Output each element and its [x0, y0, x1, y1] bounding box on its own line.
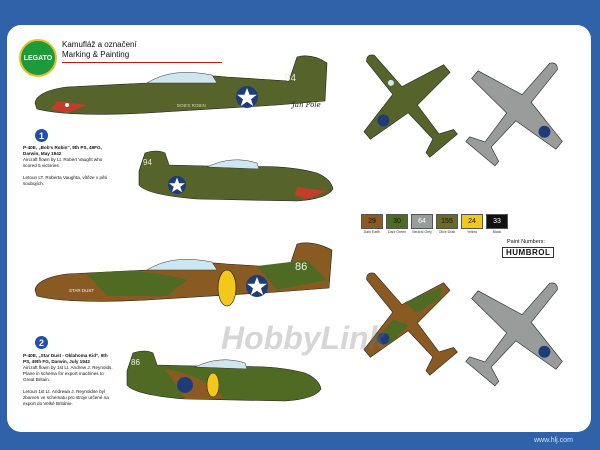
- scheme2-top-view: [363, 272, 458, 376]
- page-title: Kamufláž a označení Marking & Painting: [62, 40, 137, 59]
- scheme1-right-profile: 94: [138, 150, 334, 202]
- paint-numbers-label: Paint Numbers:: [507, 239, 545, 245]
- title-divider: [62, 62, 222, 63]
- instruction-sheet: LEGATO Kamufláž a označení Marking & Pai…: [7, 25, 591, 432]
- scheme1-caption: P-40E, „Bob's Robin", 9th PS, 49FG, Darw…: [23, 145, 107, 186]
- legato-logo: LEGATO: [19, 39, 57, 77]
- scheme1-left-profile: 94 BOB'S ROBIN: [34, 55, 328, 115]
- scheme2-left-profile: 86 STAR DUST: [34, 242, 333, 307]
- scheme1-code-text: 94: [285, 73, 297, 84]
- watermark-text: HobbyLink: [221, 320, 387, 356]
- scheme1-bottom-view: [465, 62, 563, 167]
- nose-art-text: BOB'S ROBIN: [177, 103, 206, 108]
- artist-signature: Jan Pole: [292, 101, 321, 109]
- nose-art-text: STAR DUST: [69, 288, 94, 293]
- site-url: www.hlj.com: [534, 437, 573, 444]
- humbrol-label: HUMBROL: [502, 247, 555, 258]
- scheme2-bottom-view: [465, 282, 563, 387]
- scheme1-right-code-text: 94: [143, 158, 152, 167]
- scheme1-top-view: [363, 54, 458, 158]
- scheme1-number-badge: 1: [35, 129, 48, 142]
- scheme2-right-profile: 86: [126, 350, 322, 402]
- scheme2-caption: P-40E, „Star Dust - Oklahoma Kid", 9th P…: [23, 353, 113, 406]
- scheme2-number-badge: 2: [35, 336, 48, 349]
- scheme2-code-text: 86: [295, 261, 307, 273]
- scheme2-right-code-text: 86: [131, 358, 140, 367]
